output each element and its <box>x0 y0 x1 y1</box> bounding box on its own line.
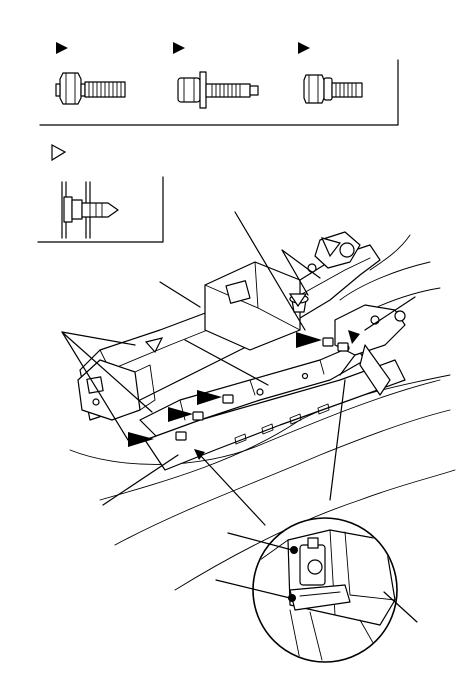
washer-bolt-illustration <box>173 42 259 109</box>
fastener-legend-hollow <box>37 143 164 243</box>
flange-bolt-short-illustration <box>298 42 363 104</box>
solid-marker-icon <box>56 42 68 54</box>
solid-marker-icon <box>298 42 310 54</box>
solid-arrow-icon <box>348 330 360 344</box>
assembly-bolts <box>175 337 349 441</box>
hollow-arrow-icon <box>288 293 308 308</box>
detail-link-arrow <box>194 449 266 526</box>
flange-bolt-illustration <box>55 42 126 105</box>
solid-arrow-icon <box>197 390 222 405</box>
leader-lines <box>61 211 416 506</box>
main-assembly-view <box>61 211 456 591</box>
hollow-marker-icon <box>51 143 67 162</box>
hollow-arrow-icon <box>320 237 342 258</box>
bolt-callout-markers <box>128 330 360 447</box>
solid-arrow-icon <box>168 407 193 422</box>
solid-arrow-icon <box>128 432 154 447</box>
fastener-legend-solid <box>39 42 399 126</box>
clip-illustration <box>61 181 119 239</box>
detail-view-circle <box>215 517 418 663</box>
clip-callout-markers <box>144 237 342 354</box>
solid-arrow-icon <box>296 332 322 348</box>
hollow-arrow-icon <box>144 337 164 354</box>
solid-marker-icon <box>173 42 185 54</box>
